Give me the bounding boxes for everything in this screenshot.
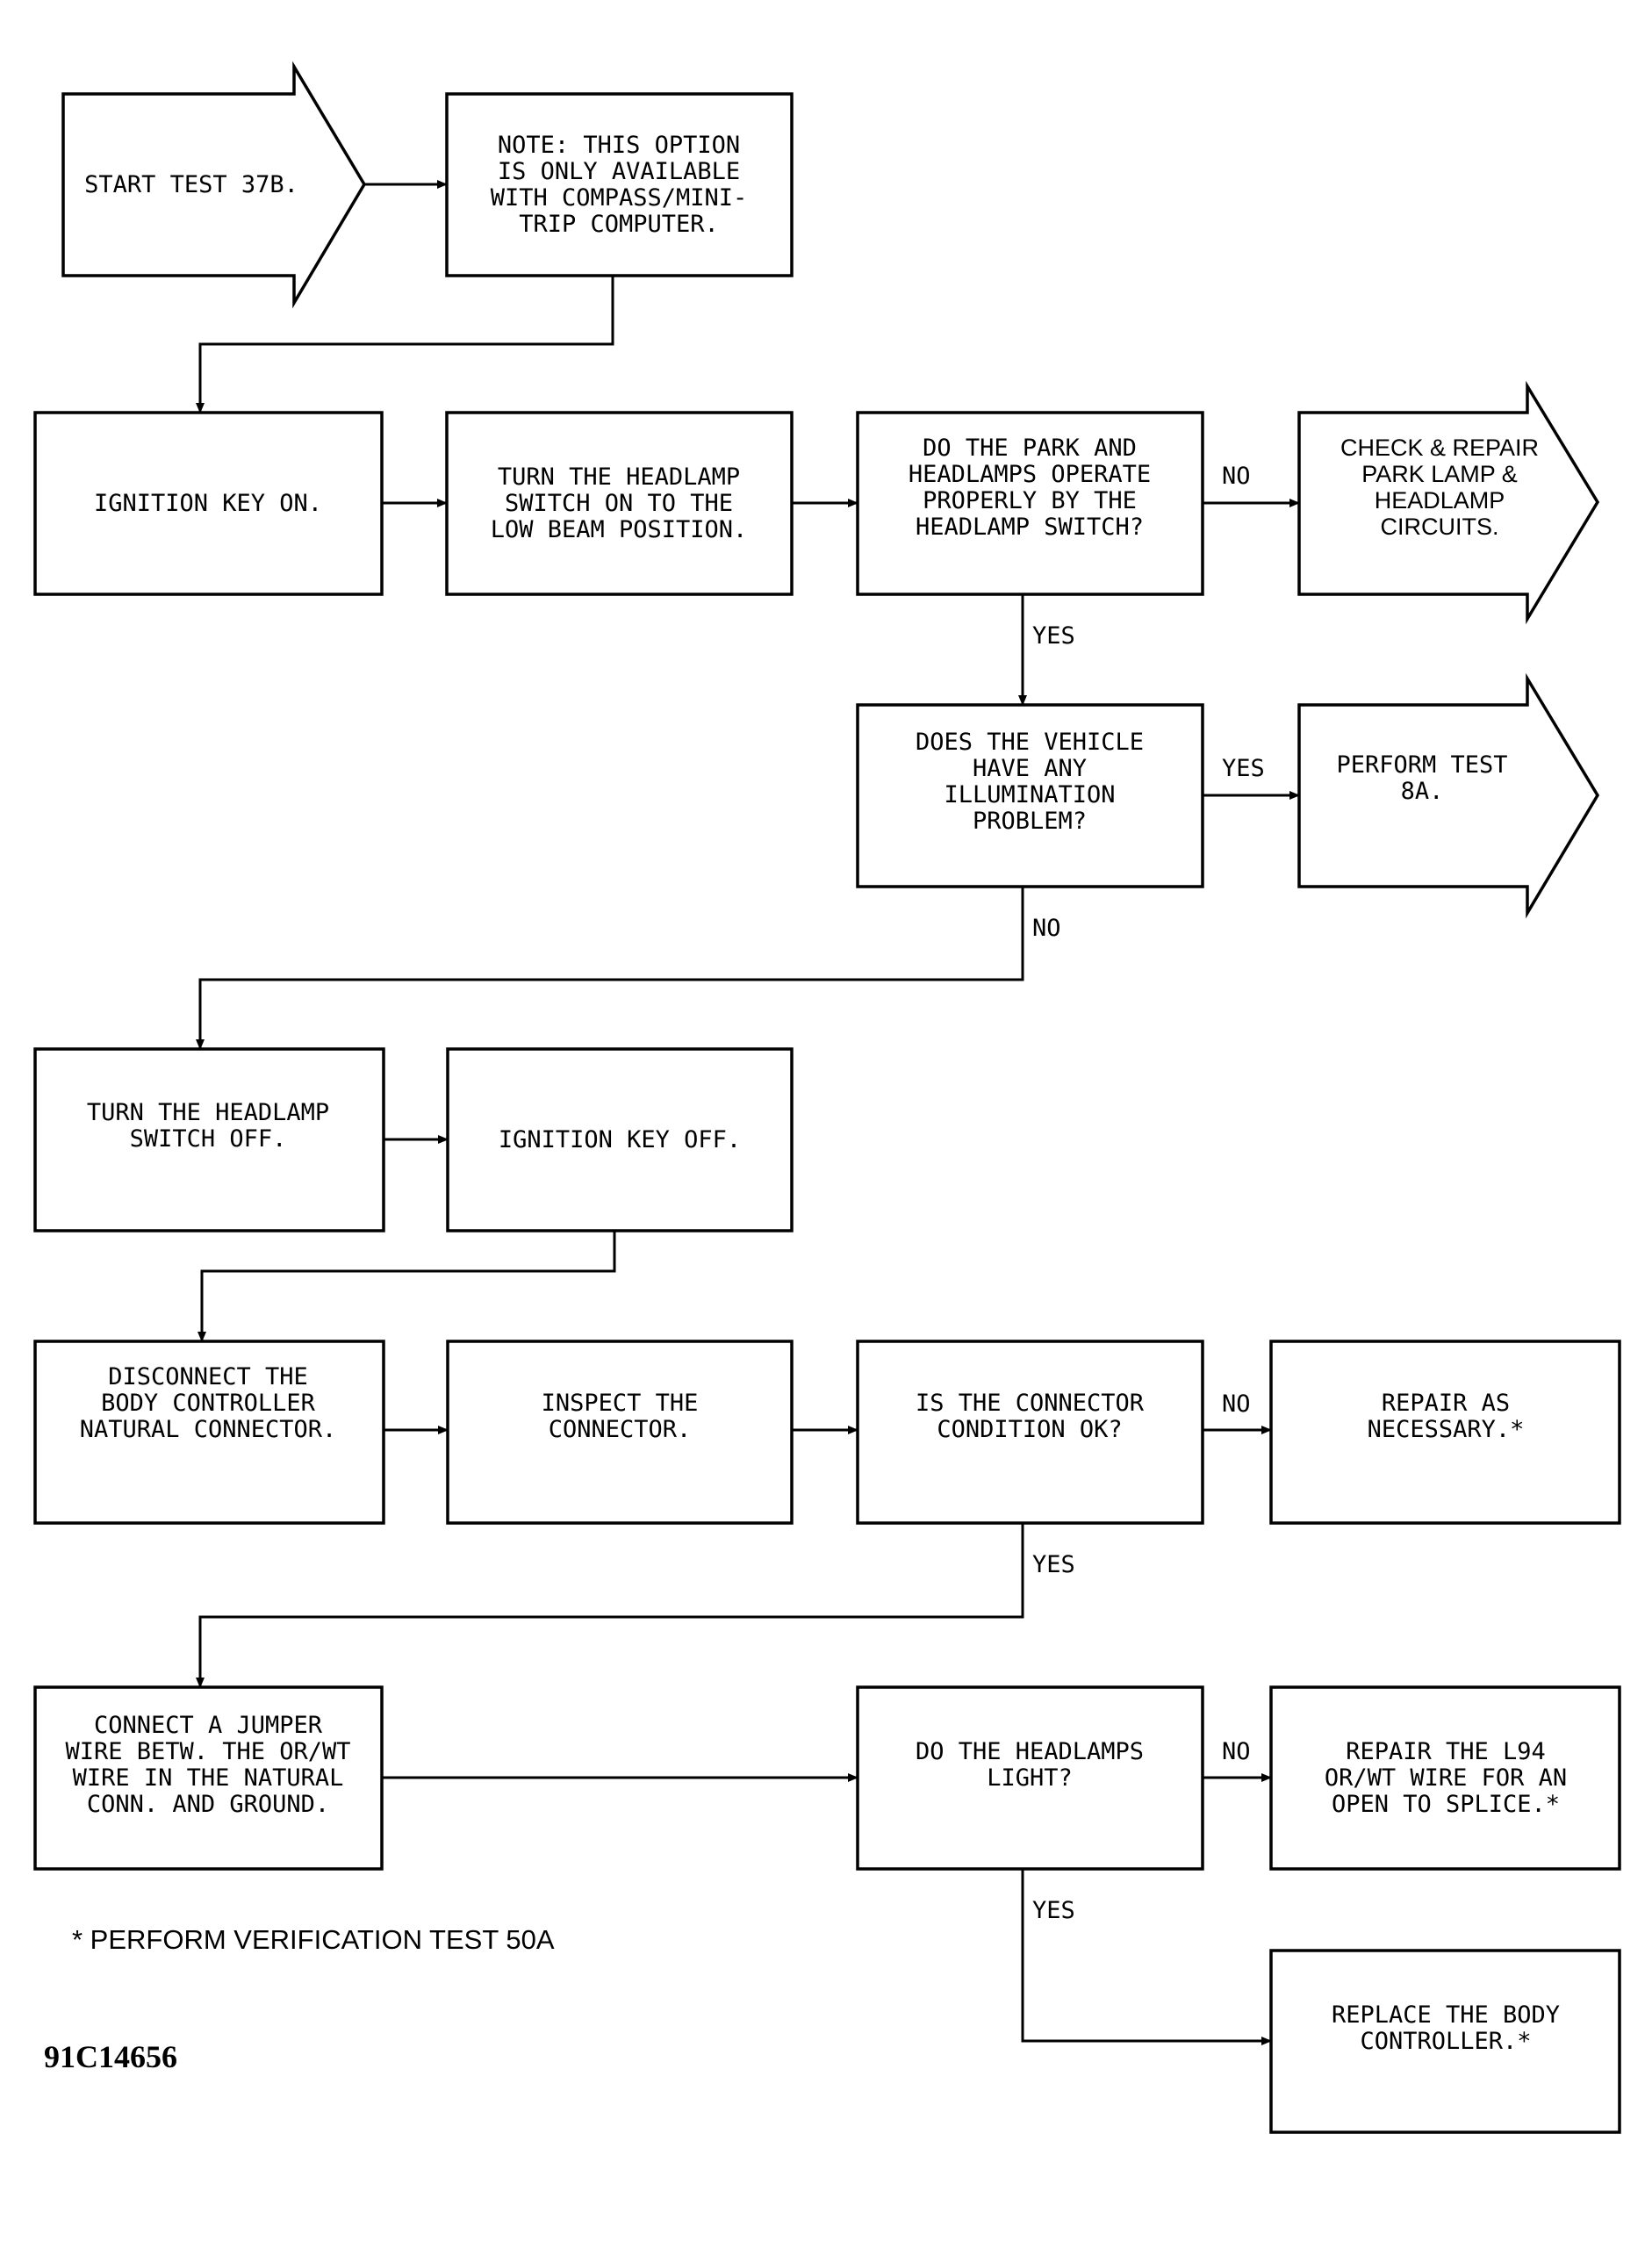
ignition-on-node [33, 411, 384, 596]
branch-label-light-yes: YES [1032, 1897, 1075, 1924]
text-line: TRIP COMPUTER. [519, 211, 719, 238]
branch-label-illum-no: NO [1032, 915, 1061, 942]
branch-label-illum-yes: YES [1222, 755, 1265, 782]
perform-test-8a-node [1297, 672, 1600, 919]
connector-light-yes [1021, 1869, 1272, 2045]
connector-ignition-off-disconnect [198, 1231, 616, 1342]
text-line: WIRE IN THE NATURAL [73, 1764, 344, 1792]
check-repair-node [1297, 380, 1600, 625]
disconnect-node [33, 1340, 385, 1525]
text-line: TURN THE HEADLAMP [498, 463, 740, 491]
text-line: WIRE BETW. THE OR/WT [65, 1738, 350, 1765]
text-line: PROBLEM? [973, 808, 1087, 835]
figure-id: 91C14656 [44, 2039, 177, 2074]
text-line: DOES THE VEHICLE [916, 729, 1144, 756]
text-line: START TEST 37B. [84, 171, 298, 198]
text-line: HEADLAMP [1375, 487, 1505, 514]
text-line: PROPERLY BY THE [923, 487, 1137, 514]
text-line: HAVE ANY [973, 755, 1087, 782]
ignition-off-text: IGNITION KEY OFF. [499, 1126, 741, 1153]
text-line: CONNECT A JUMPER [94, 1712, 323, 1739]
replace-body-controller-node [1269, 1949, 1621, 2134]
text-line: INSPECT THE [542, 1390, 699, 1417]
branch-label-park-no: NO [1222, 463, 1251, 490]
text-line: IS ONLY AVAILABLE [498, 158, 740, 185]
start-node [61, 61, 367, 309]
text-line: DO THE HEADLAMPS [916, 1738, 1144, 1765]
repair-node [1269, 1340, 1621, 1525]
text-line: IGNITION KEY OFF. [499, 1126, 741, 1153]
text-line: OPEN TO SPLICE.* [1332, 1791, 1560, 1818]
branch-label-park-yes: YES [1032, 622, 1075, 650]
text-line: IGNITION KEY ON. [94, 490, 322, 517]
text-line: PERFORM TEST [1336, 751, 1507, 779]
text-line: CONTROLLER.* [1360, 2028, 1531, 2055]
text-line: CONNECTOR. [549, 1416, 692, 1443]
park-headlamps-question-node [856, 411, 1204, 596]
headlamp-low-beam-node [445, 411, 794, 596]
text-line: PARK LAMP & [1361, 461, 1518, 487]
jumper-node [33, 1685, 384, 1871]
text-line: SWITCH ON TO THE [505, 490, 733, 517]
text-line: WITH COMPASS/MINI- [491, 184, 748, 212]
illumination-question-node [856, 703, 1204, 888]
note-node [445, 92, 794, 277]
text-line: NATURAL CONNECTOR. [80, 1416, 337, 1443]
text-line: LIGHT? [987, 1764, 1073, 1792]
text-line: CIRCUITS. [1381, 514, 1499, 540]
text-line: REPAIR AS [1382, 1390, 1510, 1417]
text-line: HEADLAMPS OPERATE [909, 461, 1151, 488]
connector-conn-yes [196, 1523, 1024, 1688]
ignition-on-text: IGNITION KEY ON. [94, 490, 322, 517]
text-line: CONN. AND GROUND. [87, 1791, 329, 1818]
text-line: HEADLAMP SWITCH? [916, 514, 1144, 541]
connector-note-ignition [196, 276, 614, 413]
text-line: 8A. [1401, 778, 1444, 805]
text-line: BODY CONTROLLER [101, 1390, 316, 1417]
text-line: DISCONNECT THE [108, 1363, 308, 1390]
text-line: TURN THE HEADLAMP [87, 1099, 329, 1126]
text-line: OR/WT WIRE FOR AN [1325, 1764, 1567, 1792]
ignition-off-node [446, 1047, 794, 1232]
branch-label-conn-yes: YES [1032, 1551, 1075, 1578]
text-line: REPLACE THE BODY [1332, 2001, 1560, 2029]
text-line: IS THE CONNECTOR [916, 1390, 1145, 1417]
text-line: CONDITION OK? [937, 1416, 1122, 1443]
text-line: LOW BEAM POSITION. [491, 516, 748, 543]
footnote: * PERFORM VERIFICATION TEST 50A [72, 1924, 555, 1955]
headlamps-light-question-node [856, 1685, 1204, 1871]
connector-question-node [856, 1340, 1204, 1525]
text-line: ILLUMINATION [944, 781, 1115, 808]
text-line: DO THE PARK AND [923, 435, 1137, 462]
text-line: NECESSARY.* [1368, 1416, 1525, 1443]
connector-illum-no [196, 887, 1024, 1050]
text-line: CHECK & REPAIR [1340, 435, 1539, 461]
branch-label-conn-no: NO [1222, 1390, 1251, 1418]
start-text: START TEST 37B. [84, 171, 298, 198]
text-line: NOTE: THIS OPTION [498, 132, 740, 159]
text-line: REPAIR THE L94 [1346, 1738, 1546, 1765]
inspect-node [446, 1340, 794, 1525]
text-line: SWITCH OFF. [130, 1125, 287, 1153]
branch-label-light-no: NO [1222, 1738, 1251, 1765]
